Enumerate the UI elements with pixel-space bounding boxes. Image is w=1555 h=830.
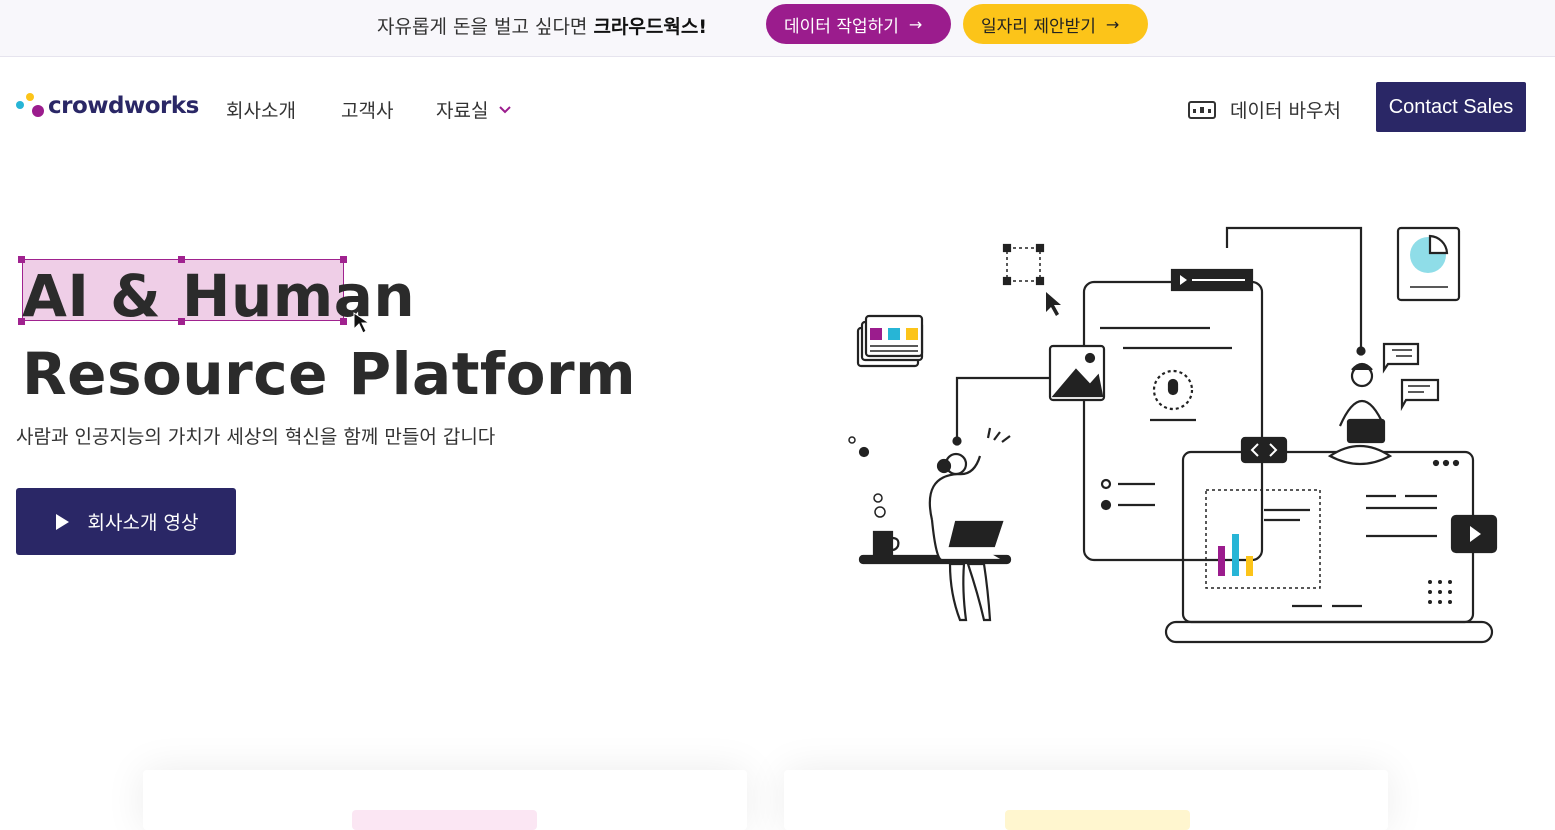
selection-handle[interactable] <box>18 256 25 263</box>
nav-link-resources[interactable]: 자료실 <box>436 96 512 123</box>
selection-handle[interactable] <box>18 318 25 325</box>
arrow-right-icon: → <box>1105 14 1120 34</box>
nav-link-company[interactable]: 회사소개 <box>226 100 296 122</box>
hero-illustration <box>848 226 1498 644</box>
crowdworks-logo[interactable]: crowdworks <box>16 91 199 121</box>
nav-link-resources-label: 자료실 <box>436 100 489 122</box>
selection-handle[interactable] <box>340 256 347 263</box>
voucher-icon <box>1188 100 1216 119</box>
chevron-down-icon <box>499 105 512 113</box>
play-icon <box>55 513 69 530</box>
logo-wordmark: crowdworks <box>48 93 199 119</box>
mouse-cursor-icon <box>353 312 371 334</box>
selection-handle[interactable] <box>340 318 347 325</box>
voucher-label: 데이터 바우처 <box>1230 100 1341 122</box>
banner-text: 자유롭게 돈을 벌고 싶다면 <box>377 16 588 38</box>
hero-subtitle: 사람과 인공지능의 가치가 세상의 혁신을 함께 만들어 갑니다 <box>16 426 496 448</box>
data-work-button[interactable]: 데이터 작업하기 → <box>766 4 951 44</box>
top-banner: 자유롭게 돈을 벌고 싶다면 크라우드웍스! 데이터 작업하기 → 일자리 제안… <box>0 0 1555 57</box>
selection-handle[interactable] <box>178 318 185 325</box>
feature-card-left[interactable] <box>143 770 747 830</box>
banner-message: 자유롭게 돈을 벌고 싶다면 크라우드웍스! <box>377 12 707 39</box>
feature-card-right[interactable] <box>784 770 1388 830</box>
selection-handle[interactable] <box>178 256 185 263</box>
hero-title-line2: Resource Platform <box>22 340 637 408</box>
nav-link-clients[interactable]: 고객사 <box>341 100 394 122</box>
data-work-label: 데이터 작업하기 <box>784 16 899 37</box>
card-tag <box>1005 810 1190 830</box>
video-button-label: 회사소개 영상 <box>87 512 199 534</box>
main-nav: crowdworks 회사소개 고객사 자료실 데이터 바우처 Contact … <box>0 57 1555 157</box>
company-video-button[interactable]: 회사소개 영상 <box>16 488 236 555</box>
job-offer-label: 일자리 제안받기 <box>981 16 1096 37</box>
job-offer-button[interactable]: 일자리 제안받기 → <box>963 4 1148 44</box>
contact-sales-button[interactable]: Contact Sales <box>1376 82 1526 132</box>
data-voucher-link[interactable]: 데이터 바우처 <box>1188 96 1341 123</box>
card-tag <box>352 810 537 830</box>
banner-brand: 크라우드웍스! <box>593 16 707 38</box>
arrow-right-icon: → <box>908 14 923 34</box>
hero-title-line1: AI & Human <box>22 262 416 330</box>
logo-dots-icon <box>16 93 44 117</box>
